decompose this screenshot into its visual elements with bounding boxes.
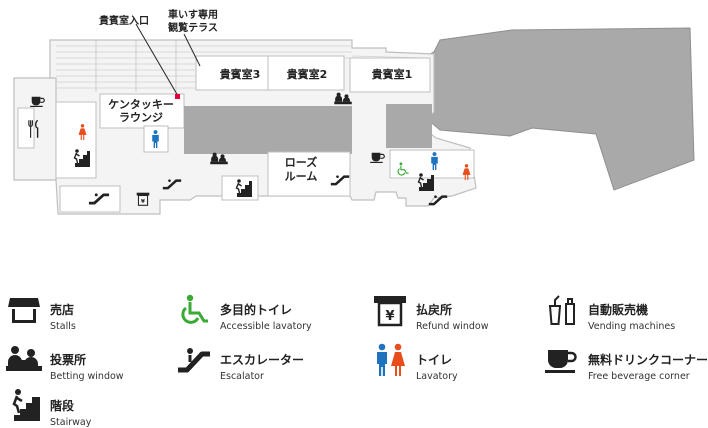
legend-label-en: Lavatory bbox=[416, 371, 458, 382]
legend-lavatory: トイレ Lavatory bbox=[372, 342, 522, 382]
terrace-callout-line2: 観覧テラス bbox=[168, 21, 218, 34]
central-void bbox=[184, 106, 352, 154]
legend-label-en: Betting window bbox=[50, 371, 124, 382]
escalator-icon bbox=[178, 348, 210, 373]
vip-room-2-label[interactable]: 貴賓室2 bbox=[287, 67, 328, 81]
legend-label-ja: エスカレーター bbox=[220, 353, 305, 367]
legend-label-en: Free beverage corner bbox=[588, 371, 690, 382]
kentucky-lounge bbox=[99, 93, 185, 129]
legend-label-ja: 多目的トイレ bbox=[220, 303, 293, 317]
legend-label-en: Stairway bbox=[50, 417, 92, 428]
legend: 売店 Stalls 多目的トイレ Accessible lavatory ¥ 払… bbox=[0, 282, 708, 428]
vip-entrance-marker bbox=[175, 94, 180, 99]
beverage-corner-icon bbox=[545, 350, 577, 373]
vending-machine-icon bbox=[548, 295, 575, 325]
legend-label-en: Accessible lavatory bbox=[220, 321, 312, 332]
legend-free-beverage-corner: 無料ドリンクコーナー Free beverage corner bbox=[544, 342, 708, 382]
west-escalator-hall bbox=[59, 185, 121, 213]
vip-room-3 bbox=[195, 55, 269, 91]
svg-text:¥: ¥ bbox=[385, 309, 394, 324]
legend-stairway: 階段 Stairway bbox=[6, 388, 156, 428]
legend-label-ja: 自動販売機 bbox=[588, 303, 649, 317]
legend-label-ja: 無料ドリンクコーナー bbox=[588, 353, 708, 367]
stairway-icon bbox=[8, 389, 40, 421]
legend-label-ja: トイレ bbox=[416, 353, 453, 367]
left-annex bbox=[13, 77, 57, 181]
grandstand-area bbox=[425, 27, 695, 191]
legend-accessible-lavatory: 多目的トイレ Accessible lavatory bbox=[176, 292, 346, 332]
legend-label-ja: 払戻所 bbox=[416, 303, 453, 317]
legend-label-en: Stalls bbox=[50, 321, 76, 332]
legend-label-en: Escalator bbox=[220, 371, 264, 382]
restaurant-room bbox=[17, 107, 35, 149]
kentucky-lounge-label-2[interactable]: ラウンジ bbox=[119, 111, 163, 124]
legend-vending-machines: 自動販売機 Vending machines bbox=[544, 292, 704, 332]
east-void bbox=[386, 104, 432, 148]
refund-window-icon bbox=[136, 192, 150, 206]
lavatory-icon bbox=[377, 343, 405, 376]
rose-room bbox=[267, 151, 351, 197]
vip-room-2 bbox=[267, 55, 345, 91]
legend-label-ja: 投票所 bbox=[50, 353, 87, 367]
rose-room-label-1[interactable]: ローズ bbox=[285, 155, 317, 169]
vip-room-3-label[interactable]: 貴賓室3 bbox=[220, 67, 261, 81]
legend-label-en: Vending machines bbox=[588, 321, 676, 332]
legend-refund-window: ¥ 払戻所 Refund window bbox=[372, 292, 522, 332]
legend-label-ja: 階段 bbox=[50, 399, 75, 413]
accessible-toilet-icon bbox=[181, 294, 208, 324]
legend-betting-window: 投票所 Betting window bbox=[6, 342, 156, 382]
east-core bbox=[389, 149, 475, 179]
legend-stalls: 売店 Stalls bbox=[6, 292, 156, 332]
legend-escalator: エスカレーター Escalator bbox=[176, 342, 346, 382]
legend-label-ja: 売店 bbox=[50, 303, 75, 317]
vip-room-1 bbox=[349, 57, 431, 93]
rose-room-label-2[interactable]: ルーム bbox=[285, 170, 318, 183]
stall-icon bbox=[8, 298, 40, 323]
floor-map: ¥ bbox=[13, 8, 695, 215]
terrace-callout-line1: 車いす専用 bbox=[168, 8, 218, 21]
betting-window-icon bbox=[6, 346, 42, 371]
kentucky-lounge-label-1[interactable]: ケンタッキー bbox=[108, 98, 174, 111]
legend-label-en: Refund window bbox=[416, 321, 489, 332]
vip-room-1-label[interactable]: 貴賓室1 bbox=[372, 67, 413, 81]
vip-entrance-callout: 貴賓室入口 bbox=[99, 14, 149, 27]
refund-window-icon: ¥ bbox=[374, 296, 406, 327]
